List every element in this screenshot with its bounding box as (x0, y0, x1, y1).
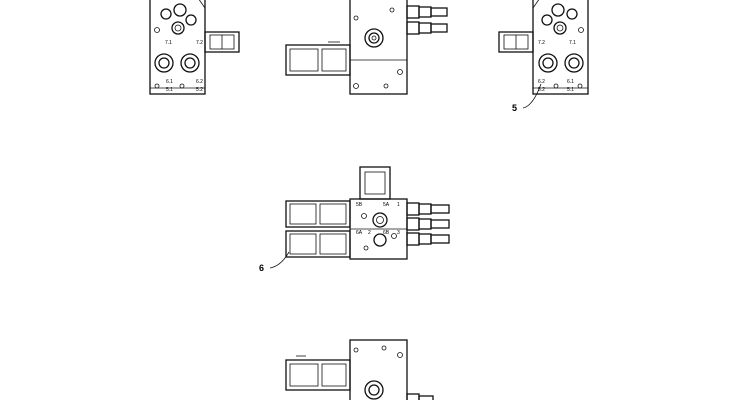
port-label: 6.1 (166, 79, 173, 85)
port-label: 7.1 (569, 40, 576, 46)
port-label: 5.1 (166, 87, 173, 93)
valve-block-front-left: 7.1 7.2 6.1 6.2 5.1 5.2 (149, 0, 240, 95)
port-label: 5A (383, 202, 390, 208)
callout-6: 6 (259, 251, 290, 273)
valve-block-front-right: 7.2 7.1 6.2 6.1 5.2 5.1 (498, 0, 589, 95)
port-label: 2 (368, 230, 371, 236)
port-label: 1 (397, 202, 400, 208)
port-label: 5B (356, 202, 363, 208)
port-label: 7.2 (538, 40, 545, 46)
port-label: 6A (356, 230, 363, 236)
port-label: 5.2 (196, 87, 203, 93)
port-label: 7.2 (196, 40, 203, 46)
port-label: 6.2 (196, 79, 203, 85)
valve-block-side-bottom (285, 339, 434, 405)
port-label: 6.1 (567, 79, 574, 85)
callout-label: 5 (512, 103, 517, 113)
port-label: 6.2 (538, 79, 545, 85)
port-label: 5.2 (538, 87, 545, 93)
callout-5: 5 (512, 83, 542, 113)
valve-block-side-top (285, 0, 448, 95)
callout-label: 6 (259, 263, 264, 273)
valve-block-center-assembly: 5B 5A 1 6A 2 6B 3 (285, 166, 450, 260)
port-label: 6B (383, 230, 390, 236)
port-label: 7.1 (165, 40, 172, 46)
port-label: 5.1 (567, 87, 574, 93)
port-label: 3 (397, 230, 400, 236)
